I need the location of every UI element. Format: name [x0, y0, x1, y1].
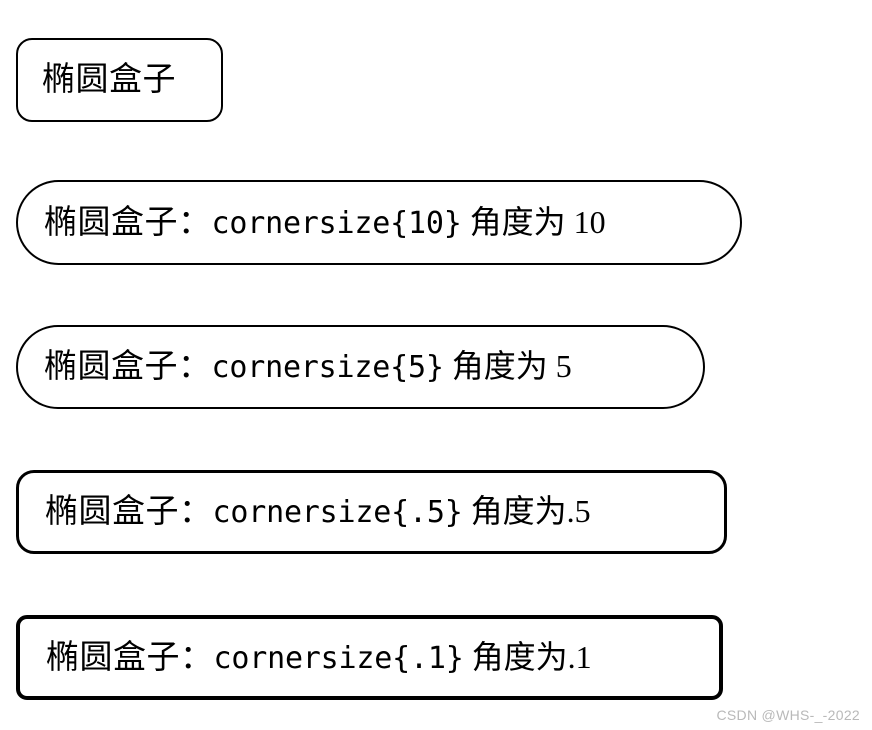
rounded-box-cornersize-5: 椭圆盒子：cornersize{5} 角度为 5 — [16, 325, 705, 409]
rounded-box-cornersize-point5-latin-text: cornersize{.5} — [212, 495, 463, 530]
rounded-box-cornersize-point5: 椭圆盒子：cornersize{.5} 角度为.5 — [16, 470, 727, 554]
rounded-box-cornersize-10-cjk-text: 椭圆盒子： — [44, 204, 212, 241]
rounded-box-cornersize-point1-latin-text: cornersize{.1} — [213, 640, 464, 676]
rounded-box-cornersize-10-label: 椭圆盒子：cornersize{10} 角度为 10 — [44, 206, 606, 240]
rounded-box-cornersize-point1: 椭圆盒子：cornersize{.1} 角度为.1 — [16, 615, 723, 700]
rounded-box-plain-cjk-text: 椭圆盒子 — [42, 62, 176, 98]
rounded-box-cornersize-10-tail-text: 角度为 10 — [461, 203, 606, 240]
rounded-box-cornersize-point5-label: 椭圆盒子：cornersize{.5} 角度为.5 — [45, 495, 591, 529]
rounded-box-cornersize-point1-tail-text: 角度为.1 — [463, 638, 592, 675]
rounded-box-cornersize-5-label: 椭圆盒子：cornersize{5} 角度为 5 — [44, 350, 572, 384]
rounded-box-cornersize-point5-tail-text: 角度为.5 — [462, 493, 591, 529]
rounded-box-plain-label: 椭圆盒子 — [42, 63, 176, 97]
rounded-box-cornersize-5-cjk-text: 椭圆盒子： — [44, 349, 212, 385]
rounded-box-cornersize-point1-cjk-text: 椭圆盒子： — [46, 639, 214, 676]
rounded-box-cornersize-point5-cjk-text: 椭圆盒子： — [45, 494, 213, 530]
rounded-box-cornersize-10-latin-text: cornersize{10} — [211, 205, 462, 241]
rounded-box-cornersize-point1-label: 椭圆盒子：cornersize{.1} 角度为.1 — [46, 641, 592, 675]
rounded-box-cornersize-10: 椭圆盒子：cornersize{10} 角度为 10 — [16, 180, 742, 265]
rounded-box-cornersize-5-tail-text: 角度为 5 — [443, 348, 572, 384]
rounded-box-plain: 椭圆盒子 — [16, 38, 223, 122]
rounded-box-cornersize-5-latin-text: cornersize{5} — [211, 350, 444, 385]
csdn-watermark: CSDN @WHS-_-2022 — [716, 707, 860, 723]
